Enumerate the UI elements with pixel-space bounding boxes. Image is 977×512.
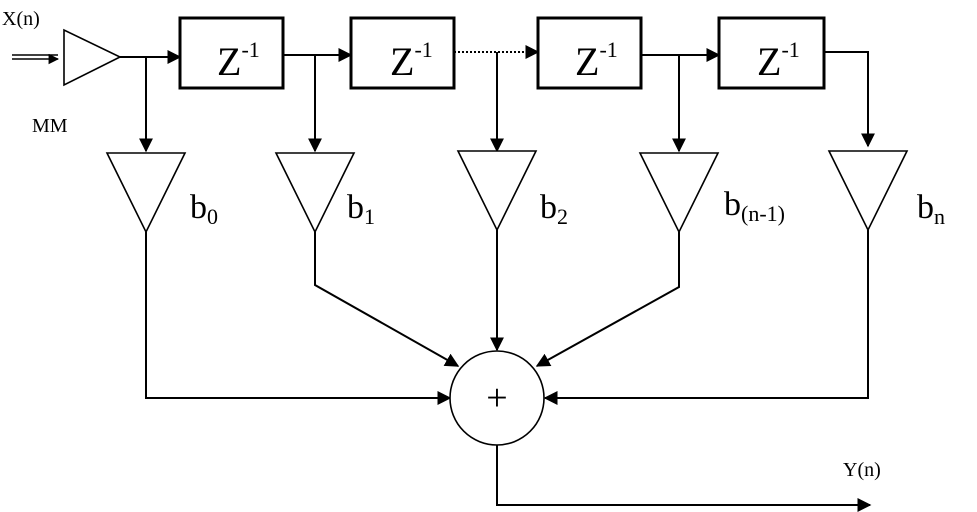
svg-text:Z-1: Z-1 xyxy=(217,37,260,84)
coef-label-b1: b1 xyxy=(347,189,375,229)
coef-label-b2: b2 xyxy=(540,189,568,229)
wire-b0-to-sum xyxy=(145,232,452,405)
coef-label-b0: b0 xyxy=(190,189,218,229)
input-label: X(n) xyxy=(2,8,40,30)
multiplier-bn xyxy=(827,150,909,232)
wire-z4-out xyxy=(824,51,875,148)
delay-block-3: Z-1 xyxy=(536,16,643,90)
output-label: Y(n) xyxy=(843,459,881,481)
wire-bn-to-sum xyxy=(543,230,869,405)
coef-label-bn-1: b(n-1) xyxy=(724,186,785,226)
multiplier-b0 xyxy=(105,152,187,234)
multiplier-b2 xyxy=(456,150,538,232)
multiplier-bn-1 xyxy=(638,152,720,234)
wire-b1-to-sum xyxy=(314,232,460,367)
summer-symbol: + xyxy=(486,377,507,419)
delay-block-4: Z-1 xyxy=(717,16,826,90)
input-amplifier xyxy=(63,28,122,87)
delay-block-2: Z-1 xyxy=(349,16,456,90)
wire-output xyxy=(496,445,872,512)
svg-text:Z-1: Z-1 xyxy=(390,37,433,84)
delay-block-1: Z-1 xyxy=(178,16,285,90)
amplifier-label: MM xyxy=(32,115,68,137)
coef-label-bn: bn xyxy=(917,189,945,229)
multiplier-b1 xyxy=(274,152,356,234)
wire-bn-1-to-sum xyxy=(535,232,680,367)
svg-text:Z-1: Z-1 xyxy=(757,37,800,84)
svg-text:Z-1: Z-1 xyxy=(575,37,618,84)
